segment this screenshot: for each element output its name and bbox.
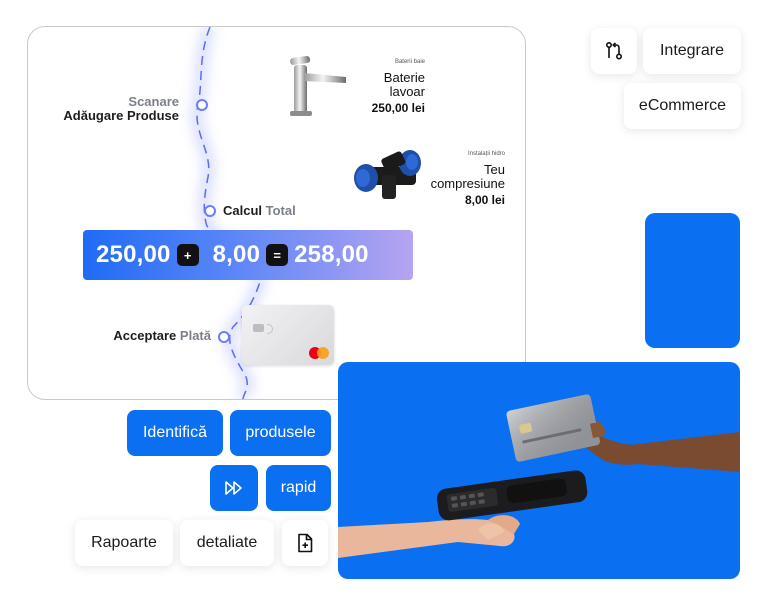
product-faucet: Baterii baie Baterie lavoar 250,00 lei (372, 59, 425, 115)
file-add-icon (298, 533, 313, 553)
step-total-dot (204, 205, 216, 217)
card-payment-photo (338, 362, 740, 579)
calc-result: 258,00 (294, 241, 369, 268)
product-faucet-name-2: lavoar (389, 84, 425, 99)
ecommerce-chip[interactable]: eCommerce (624, 83, 741, 129)
step-scan: Scanare Adăugare Produse (63, 95, 179, 123)
product-tee-price: 8,00 lei (464, 193, 505, 207)
step-total-light: Total (265, 203, 296, 218)
produsele-chip[interactable]: produsele (230, 410, 331, 456)
step-payment: Acceptare Plată (113, 329, 211, 343)
git-pull-request-icon (605, 41, 623, 60)
contactless-icon (267, 324, 273, 334)
payment-scene-illustration (338, 394, 740, 558)
identifica-chip[interactable]: Identifică (127, 410, 223, 456)
product-tee: Instalații hidro Teu compresiune 8,00 le… (431, 151, 505, 207)
step-scan-line2: Adăugare Produse (63, 108, 179, 123)
rapoarte-chip[interactable]: Rapoarte (75, 520, 173, 566)
tee-fitting-image (354, 150, 421, 199)
detaliate-chip[interactable]: detaliate (180, 520, 274, 566)
mastercard-logo (309, 347, 329, 359)
product-tee-name-2: compresiune (430, 176, 505, 191)
step-payment-light: Plată (179, 328, 211, 343)
integrare-chip[interactable]: Integrare (643, 28, 741, 74)
checkout-flow-card: Scanare Adăugare Produse Calcul Total Ac… (27, 26, 526, 400)
step-total: Calcul Total (223, 204, 296, 218)
product-tee-name-1: Teu (484, 162, 505, 177)
fast-forward-chip[interactable] (210, 465, 258, 511)
product-tee-category: Instalații hidro (467, 151, 505, 157)
product-faucet-category: Baterii baie (394, 59, 425, 65)
product-faucet-name-1: Baterie (383, 70, 425, 85)
step-payment-strong: Acceptare (113, 328, 177, 343)
step-payment-dot (218, 331, 230, 343)
step-scan-dot (196, 99, 208, 111)
step-scan-line1: Scanare (128, 94, 179, 109)
calc-subtotal-2: 8,00 (212, 241, 261, 268)
report-icon-chip[interactable] (282, 520, 328, 566)
step-total-strong: Calcul (223, 203, 263, 218)
total-calculation-bar: 250,00 + 8,00 = 258,00 (83, 230, 413, 280)
card-chip-icon (253, 324, 264, 332)
calc-subtotal-1: 250,00 (96, 241, 171, 268)
rapid-chip[interactable]: rapid (266, 465, 331, 511)
equals-icon: = (266, 244, 289, 266)
integration-icon-chip[interactable] (591, 28, 637, 74)
payment-card-image (242, 305, 334, 365)
blue-accent-panel (645, 213, 740, 348)
fast-forward-icon (225, 481, 242, 495)
faucet-image (290, 56, 346, 116)
plus-icon: + (176, 244, 199, 266)
product-faucet-price: 250,00 lei (371, 101, 425, 115)
